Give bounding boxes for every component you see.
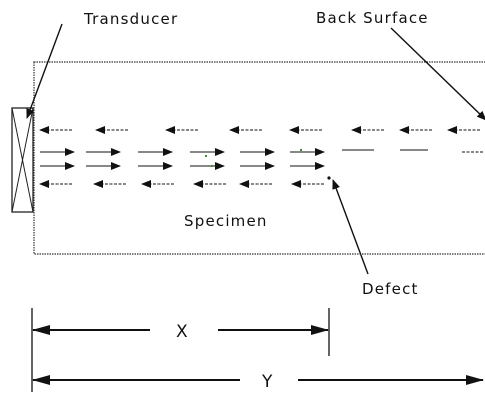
transducer-leader-arrow — [26, 23, 63, 119]
defect-mark — [327, 176, 331, 180]
speck-mark — [210, 164, 214, 168]
x-dimension-label: X — [176, 322, 188, 342]
specimen-label: Specimen — [184, 212, 268, 230]
defect-leader-arrow — [332, 179, 369, 275]
transducer-probe — [11, 107, 34, 213]
defect-label: Defect — [362, 280, 419, 298]
back-surface-label: Back Surface — [316, 9, 429, 27]
transducer-label: Transducer — [83, 10, 178, 28]
speck-mark — [299, 148, 303, 152]
speck-mark — [204, 154, 208, 158]
back-surface-leader-arrow — [390, 27, 485, 121]
specimen-block — [33, 61, 485, 255]
sound-wave-arrows — [39, 126, 484, 188]
y-dimension-label: Y — [261, 372, 273, 392]
